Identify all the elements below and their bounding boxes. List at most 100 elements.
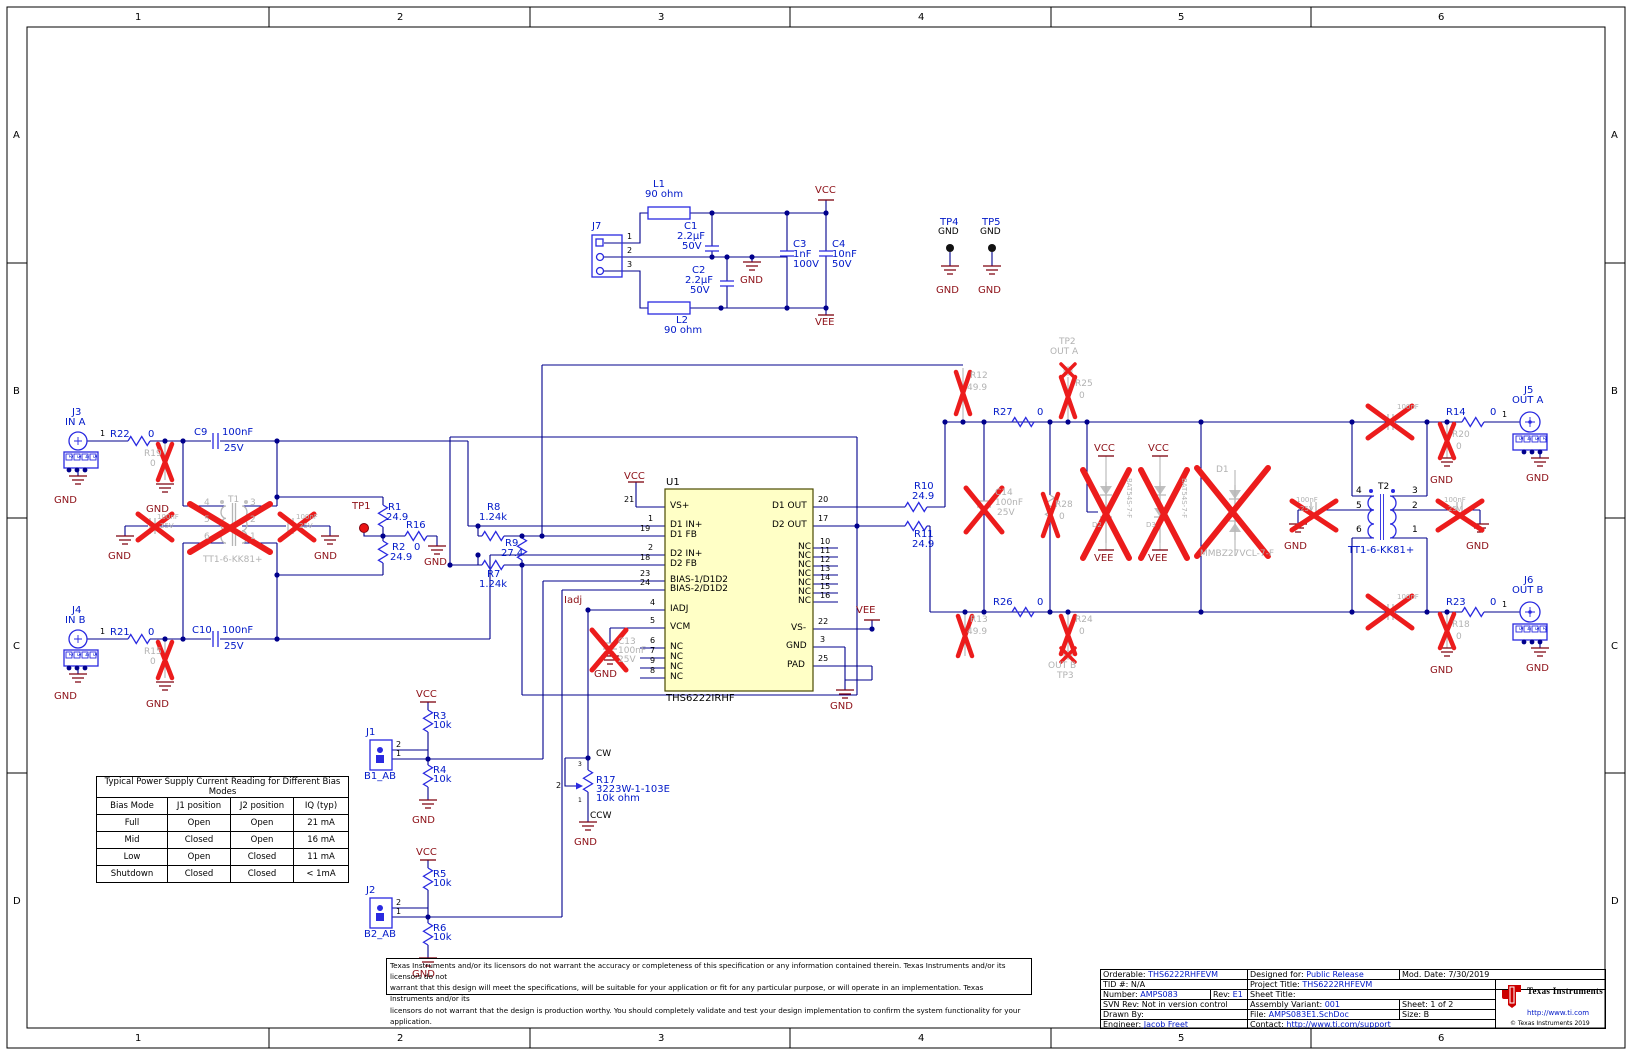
u1-nc12: NC: [798, 560, 812, 570]
r23-ref: R23: [1446, 597, 1466, 608]
t2-pn: TT1-6-KK81+: [1348, 545, 1415, 556]
c13-gnd: GND: [594, 669, 617, 680]
grid-col-label: 2: [397, 12, 404, 23]
u1-pn6: 6: [650, 636, 656, 645]
u1-pn18: 18: [640, 553, 651, 562]
r11-ref: R11: [914, 529, 934, 540]
r17-gnd: GND: [574, 837, 597, 848]
grid-col-label: 4: [918, 1033, 925, 1044]
r4-ref: R4: [433, 765, 447, 776]
cap-series-bot: 100nF: [1397, 593, 1419, 601]
r19-val: 0: [150, 459, 156, 469]
r17-ccw: CCW: [590, 811, 612, 821]
c2-ref: C2: [692, 265, 706, 276]
r3-ref: R3: [433, 711, 447, 722]
mod-date-cell: Mod. Date: 7/30/2019: [1399, 969, 1606, 979]
bias-table-cell: Shutdown: [96, 865, 168, 883]
j4-ref: J4: [72, 605, 82, 616]
drawn-by-cell: Drawn By:: [1100, 1009, 1247, 1019]
t2-capr-volt: 25V: [1448, 505, 1462, 513]
l2-val: 90 ohm: [664, 325, 703, 336]
l2-ref: L2: [676, 315, 688, 326]
r21-val: 0: [148, 627, 155, 638]
r2-val: 24.9: [390, 552, 413, 563]
r12-val: 49.9: [967, 383, 988, 393]
r15-gnd: GND: [146, 699, 169, 710]
r11-val: 24.9: [912, 539, 935, 550]
r1-ref: R1: [388, 502, 402, 513]
c14-ref: C14: [995, 488, 1013, 498]
t1-p4: 4: [204, 498, 210, 508]
bias-table-cell: 16 mA: [293, 831, 349, 849]
t2-capl-volt: 25V: [1300, 505, 1314, 513]
r24-val: 0: [1079, 627, 1085, 637]
bias-table-header: IQ (typ): [293, 797, 349, 815]
d3-ref: D3: [1146, 521, 1156, 529]
r19-ref: R19: [144, 449, 162, 459]
j5-p1: 1: [1502, 410, 1508, 419]
orderable-cell: Orderable: THS6222RHFEVM: [1100, 969, 1247, 979]
grid-col-label: 6: [1438, 12, 1445, 23]
grid-col-label: 1: [135, 12, 142, 23]
j6-gnd: GND: [1526, 663, 1549, 674]
r4-val: 10k: [433, 774, 452, 785]
r9-ref: R9: [505, 538, 519, 549]
c10-val: 100nF: [222, 625, 254, 636]
r8-ref: R8: [487, 502, 501, 513]
r2-ref: R2: [392, 542, 406, 553]
u1-nc8: NC: [670, 672, 684, 682]
t1-gnd-l: GND: [108, 551, 131, 562]
r9-val: 27.4: [501, 548, 524, 559]
u1-pn5: 5: [650, 616, 656, 625]
r20-gnd: GND: [1430, 475, 1453, 486]
d-vee2: VEE: [1148, 553, 1168, 564]
vcc-pwr: VCC: [815, 185, 836, 196]
r7-ref: R7: [487, 569, 501, 580]
disclaimer-text: Texas Instruments and/or its licensors d…: [386, 958, 1032, 1026]
u1-pn9: 9: [650, 656, 656, 665]
t2-ref: T2: [1378, 482, 1390, 492]
j4-p4: 4: [83, 653, 89, 657]
grid-col-label: 3: [658, 12, 665, 23]
r25-val: 0: [1079, 391, 1085, 401]
bias-table-cell: Closed: [230, 865, 294, 883]
j5-gnd: GND: [1526, 473, 1549, 484]
c13-volt: 25V: [618, 655, 636, 665]
tp4-ref: TP4: [940, 217, 959, 228]
c2-volt: 50V: [690, 285, 710, 296]
t2-gnd-l: GND: [1284, 541, 1307, 552]
j7-pin1: 1: [627, 232, 633, 241]
grid-row-label: B: [1611, 386, 1618, 397]
c9-ref: C9: [194, 427, 208, 438]
bias-table-cell: Closed: [167, 831, 231, 849]
r23-val: 0: [1490, 597, 1497, 608]
bias-table-cell: Open: [230, 814, 294, 832]
d3-pn: BAT54S-7-F: [1180, 478, 1188, 519]
tp3-net: OUT B: [1048, 661, 1077, 671]
t2-gnd-r: GND: [1466, 541, 1489, 552]
sheet-cell: Sheet: 1 of 2: [1399, 999, 1495, 1009]
u1-pn23: 23: [640, 569, 651, 578]
j5-p3: 3: [1533, 437, 1539, 441]
c4-volt: 50V: [832, 259, 852, 270]
u1-pad: PAD: [787, 660, 805, 670]
u1-ref: U1: [666, 477, 680, 488]
t2-p1: 1: [1412, 525, 1418, 535]
r27-val: 0: [1037, 407, 1044, 418]
r12-ref: R12: [970, 371, 988, 381]
tp4-gnd: GND: [936, 285, 959, 296]
d1-pn: MMBZ27VCL-7-F: [1200, 549, 1275, 559]
r13-val: 49.9: [967, 627, 988, 637]
grid-row-label: C: [1611, 641, 1618, 652]
u1-nc10: NC: [798, 542, 812, 552]
u1-nc7: NC: [670, 652, 684, 662]
r15-ref: R15: [144, 647, 162, 657]
t2-p2: 2: [1412, 501, 1418, 511]
c3-val: 1nF: [793, 249, 812, 260]
t2-p5: 5: [1356, 501, 1362, 511]
j7-pin2: 2: [627, 246, 633, 255]
r20-val: 0: [1456, 442, 1462, 452]
r14-val: 0: [1490, 407, 1497, 418]
